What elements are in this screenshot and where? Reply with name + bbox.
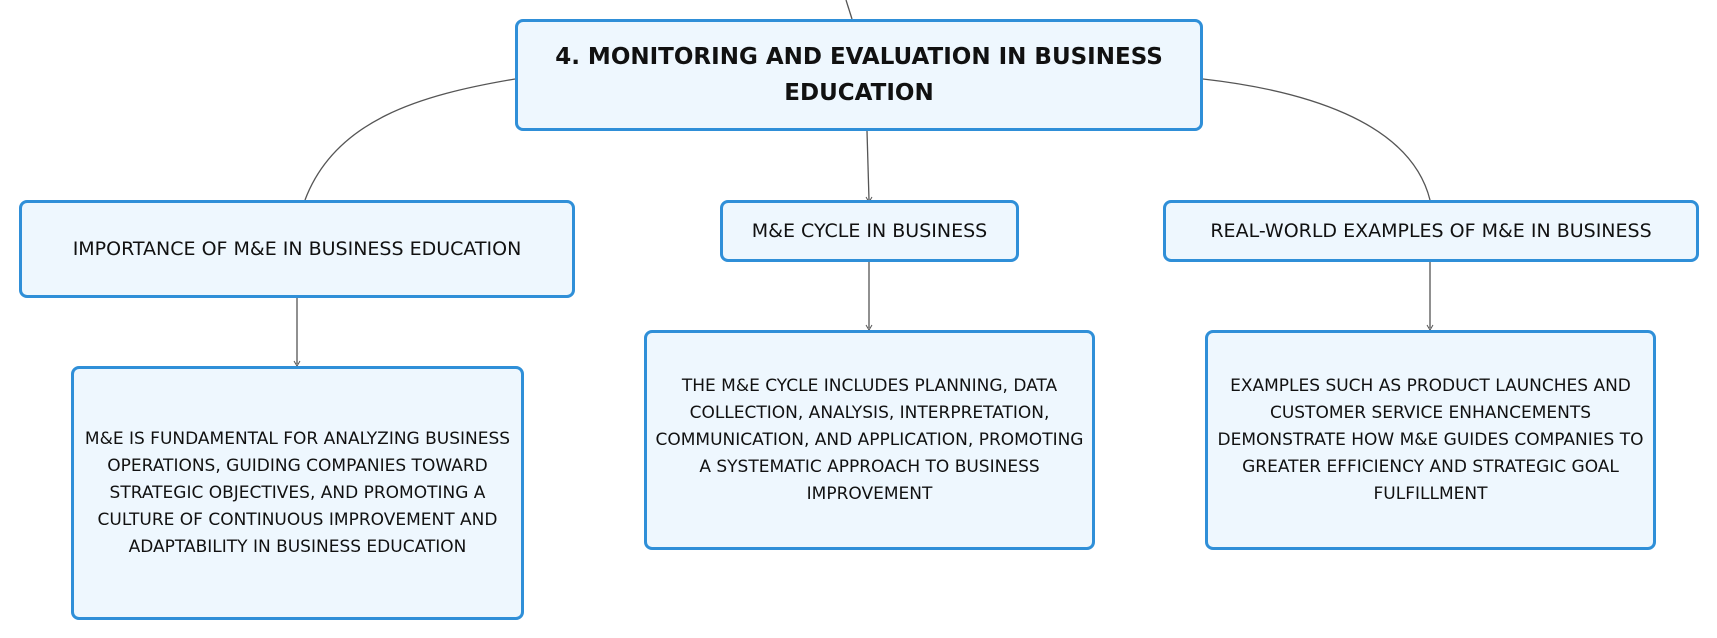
root-node-label: 4. MONITORING AND EVALUATION IN BUSINESS… xyxy=(555,44,1163,106)
connector-root-to-importance xyxy=(304,78,516,201)
branch-node-importance-label: IMPORTANCE OF M&E IN BUSINESS EDUCATION xyxy=(72,238,522,260)
detail-node-examples[interactable]: EXAMPLES SUCH AS PRODUCT LAUNCHES AND CU… xyxy=(1205,330,1656,550)
detail-node-cycle-text: THE M&E CYCLE INCLUDES PLANNING, DATA CO… xyxy=(655,375,1084,504)
branch-node-examples[interactable]: REAL-WORLD EXAMPLES OF M&E IN BUSINESS xyxy=(1163,200,1699,262)
connector-from-parent xyxy=(845,0,853,20)
connector-root-to-examples xyxy=(1202,78,1431,201)
detail-node-importance[interactable]: M&E IS FUNDAMENTAL FOR ANALYZING BUSINES… xyxy=(71,366,524,620)
detail-node-importance-text: M&E IS FUNDAMENTAL FOR ANALYZING BUSINES… xyxy=(84,428,511,557)
branch-node-importance[interactable]: IMPORTANCE OF M&E IN BUSINESS EDUCATION xyxy=(19,200,575,298)
root-node[interactable]: 4. MONITORING AND EVALUATION IN BUSINESS… xyxy=(515,19,1203,131)
branch-node-cycle-label: M&E CYCLE IN BUSINESS xyxy=(751,220,988,242)
detail-node-cycle[interactable]: THE M&E CYCLE INCLUDES PLANNING, DATA CO… xyxy=(644,330,1095,550)
connector-root-to-cycle xyxy=(866,130,870,201)
branch-node-examples-label: REAL-WORLD EXAMPLES OF M&E IN BUSINESS xyxy=(1210,220,1652,242)
detail-node-examples-text: EXAMPLES SUCH AS PRODUCT LAUNCHES AND CU… xyxy=(1217,375,1644,504)
branch-node-cycle[interactable]: M&E CYCLE IN BUSINESS xyxy=(720,200,1019,262)
